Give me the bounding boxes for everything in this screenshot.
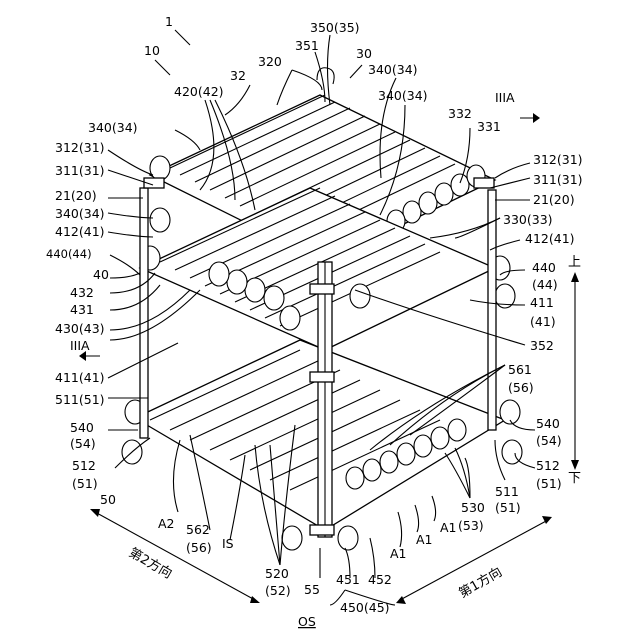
- label-56-right: (56): [508, 380, 534, 395]
- label-452: 452: [368, 572, 392, 587]
- label-411-right: 411: [530, 295, 554, 310]
- label-A1-1: A1: [390, 546, 407, 561]
- label-350: 350(35): [310, 20, 360, 35]
- label-320: 320: [258, 54, 282, 69]
- label-351: 351: [295, 38, 319, 53]
- label-512-right: 512: [536, 458, 560, 473]
- label-54-right: (54): [536, 433, 562, 448]
- lifting-hook: [317, 68, 334, 84]
- label-50: 50: [100, 492, 116, 507]
- label-411-left: 411(41): [55, 370, 105, 385]
- label-IS: IS: [222, 536, 234, 551]
- label-53: (53): [458, 518, 484, 533]
- label-54-left: (54): [70, 436, 96, 451]
- label-52: (52): [265, 583, 291, 598]
- label-311-left: 311(31): [55, 163, 105, 178]
- label-332: 332: [448, 106, 472, 121]
- rack-drawing: [122, 68, 522, 550]
- label-451: 451: [336, 572, 360, 587]
- label-51-right-2: (51): [495, 500, 521, 515]
- label-55: 55: [304, 582, 320, 597]
- label-311-right: 311(31): [533, 172, 583, 187]
- label-450: 450(45): [340, 600, 390, 615]
- label-440-right: 440: [532, 260, 556, 275]
- label-IIIA-left: IIIA: [70, 338, 90, 353]
- label-511-right: 511: [495, 484, 519, 499]
- label-540-right: 540: [536, 416, 560, 431]
- label-412-left: 412(41): [55, 224, 105, 239]
- label-1: 1: [165, 14, 173, 29]
- label-56-bottom: (56): [186, 540, 212, 555]
- label-331: 331: [477, 119, 501, 134]
- label-41-right: (41): [530, 314, 556, 329]
- label-A1-2: A1: [416, 532, 433, 547]
- label-512-left: 512: [72, 458, 96, 473]
- label-561: 561: [508, 362, 532, 377]
- label-51-left: (51): [72, 476, 98, 491]
- label-432: 432: [70, 285, 94, 300]
- label-21-right: 21(20): [533, 192, 575, 207]
- label-21-left: 21(20): [55, 188, 97, 203]
- label-340-left: 340(34): [88, 120, 138, 135]
- label-A1-3: A1: [440, 520, 457, 535]
- label-511-left: 511(51): [55, 392, 105, 407]
- label-420: 420(42): [174, 84, 224, 99]
- label-412-right: 412(41): [525, 231, 575, 246]
- label-352: 352: [530, 338, 554, 353]
- label-330: 330(33): [503, 212, 553, 227]
- label-520: 520: [265, 566, 289, 581]
- label-OS: OS: [298, 614, 316, 629]
- label-530: 530: [461, 500, 485, 515]
- label-340-mid-right: 340(34): [378, 88, 428, 103]
- label-direction-1: 第1方向: [456, 564, 505, 601]
- label-32: 32: [230, 68, 246, 83]
- label-down: 下: [568, 471, 581, 486]
- label-312-left: 312(31): [55, 140, 105, 155]
- label-IIIA-top: IIIA: [495, 90, 515, 105]
- label-44-right: (44): [532, 277, 558, 292]
- label-440-left: 440(44): [46, 247, 92, 261]
- label-312-right: 312(31): [533, 152, 583, 167]
- label-431: 431: [70, 302, 94, 317]
- label-51-right: (51): [536, 476, 562, 491]
- label-direction-2: 第2方向: [126, 545, 175, 582]
- label-340-top-right: 340(34): [368, 62, 418, 77]
- label-A2: A2: [158, 516, 175, 531]
- label-430: 430(43): [55, 321, 105, 336]
- label-562: 562: [186, 522, 210, 537]
- label-40: 40: [93, 267, 109, 282]
- label-up: 上: [568, 255, 581, 270]
- label-340-left-2: 340(34): [55, 206, 105, 221]
- label-540-left: 540: [70, 420, 94, 435]
- label-30: 30: [356, 46, 372, 61]
- label-10: 10: [144, 43, 160, 58]
